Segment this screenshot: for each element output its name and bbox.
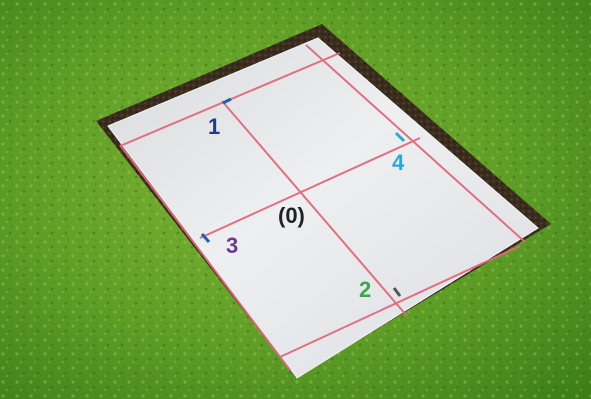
label-4: 4 bbox=[392, 152, 404, 174]
label-2: 2 bbox=[359, 279, 371, 301]
label-3: 3 bbox=[226, 235, 238, 257]
label-1: 1 bbox=[208, 116, 220, 138]
label-center: (0) bbox=[278, 205, 305, 227]
